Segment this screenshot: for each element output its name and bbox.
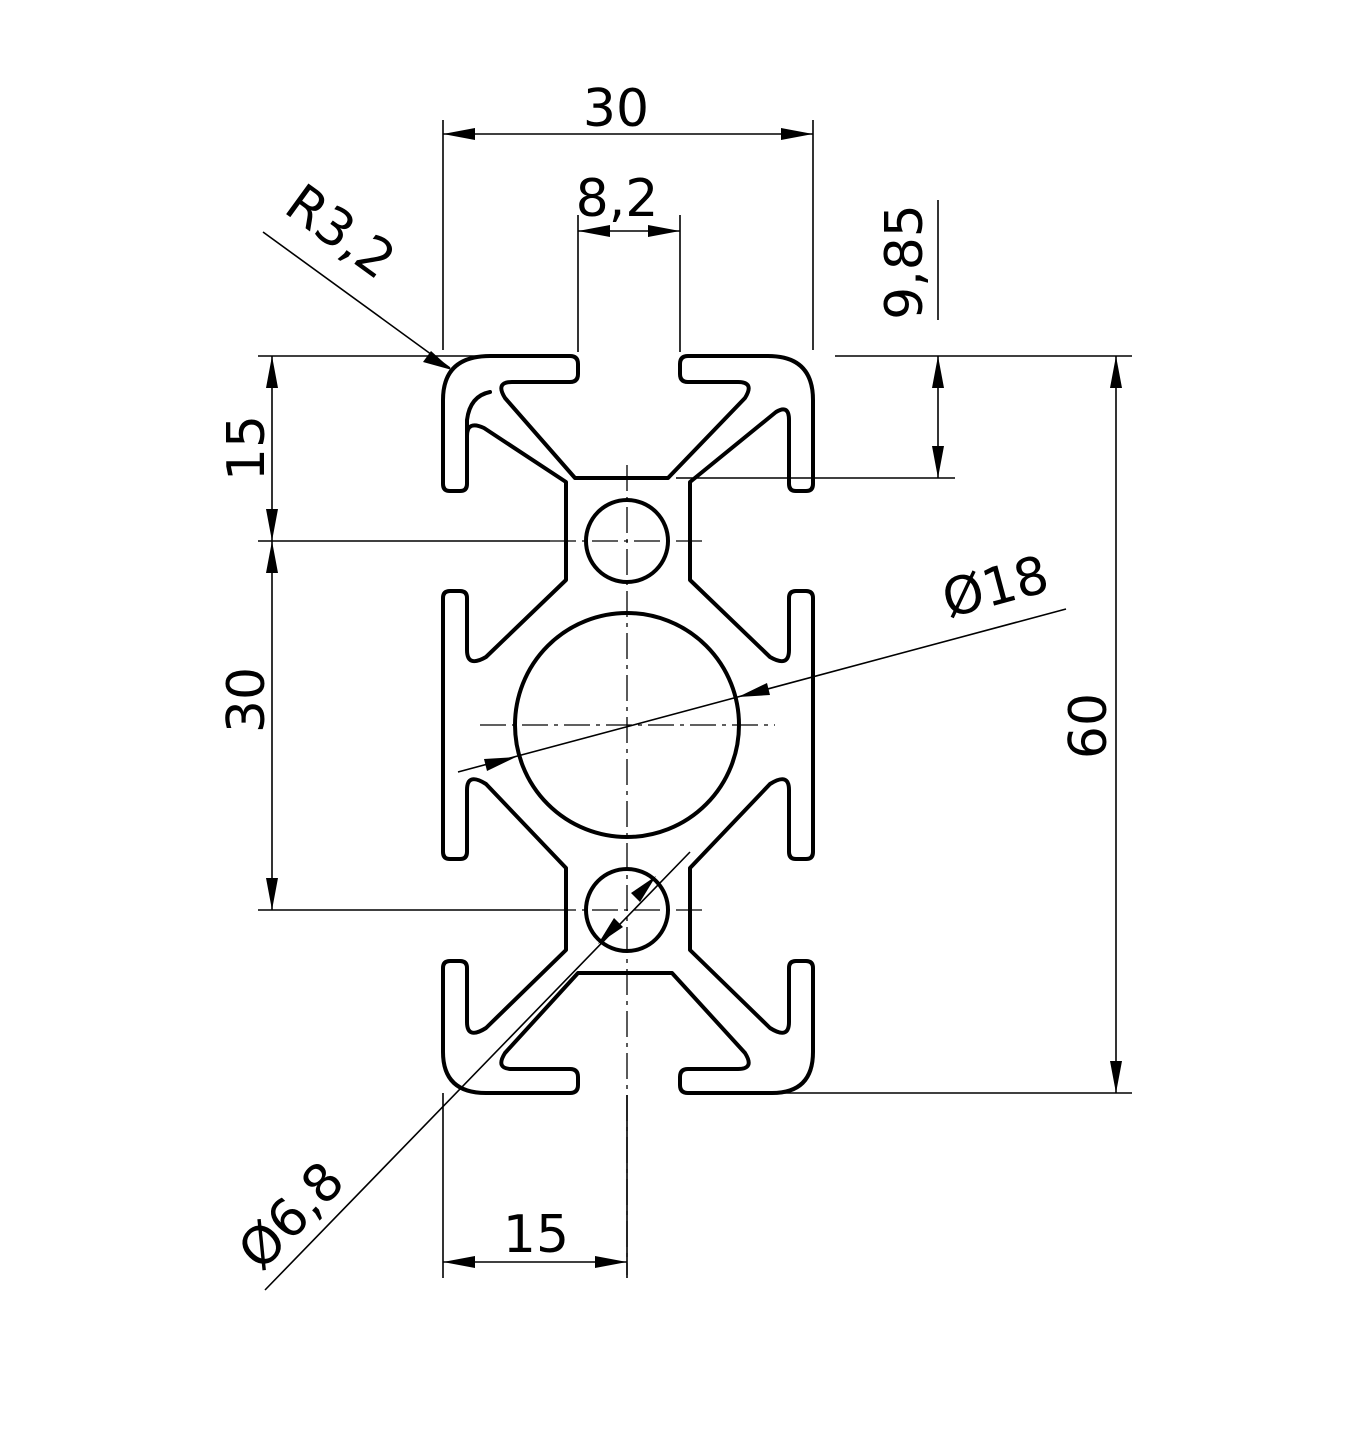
profile-outline: [441, 354, 815, 1095]
dimension-labels: 30 8,2 R3,2 9,85 15 30 Ø18 60 15 Ø6,8: [217, 79, 1119, 1282]
dim-overall-height: 60: [1059, 693, 1119, 759]
top-left-channel: [465, 390, 492, 438]
dim-width-top: 30: [583, 79, 649, 139]
large-bore: [513, 611, 741, 839]
dim-slot-depth: 9,85: [875, 204, 935, 320]
dim-left-15: 15: [217, 415, 277, 481]
dimension-lines: [258, 120, 1132, 1291]
dim-bore-large: Ø18: [936, 545, 1055, 631]
outer-contour: [441, 354, 815, 1095]
dim-bottom-15: 15: [503, 1205, 569, 1265]
small-bore-bottom: [584, 867, 670, 953]
dim-slot-width: 8,2: [576, 169, 659, 229]
small-bore-top: [584, 498, 670, 584]
dim-radius: R3,2: [274, 173, 405, 291]
dim-left-30: 30: [217, 667, 277, 733]
